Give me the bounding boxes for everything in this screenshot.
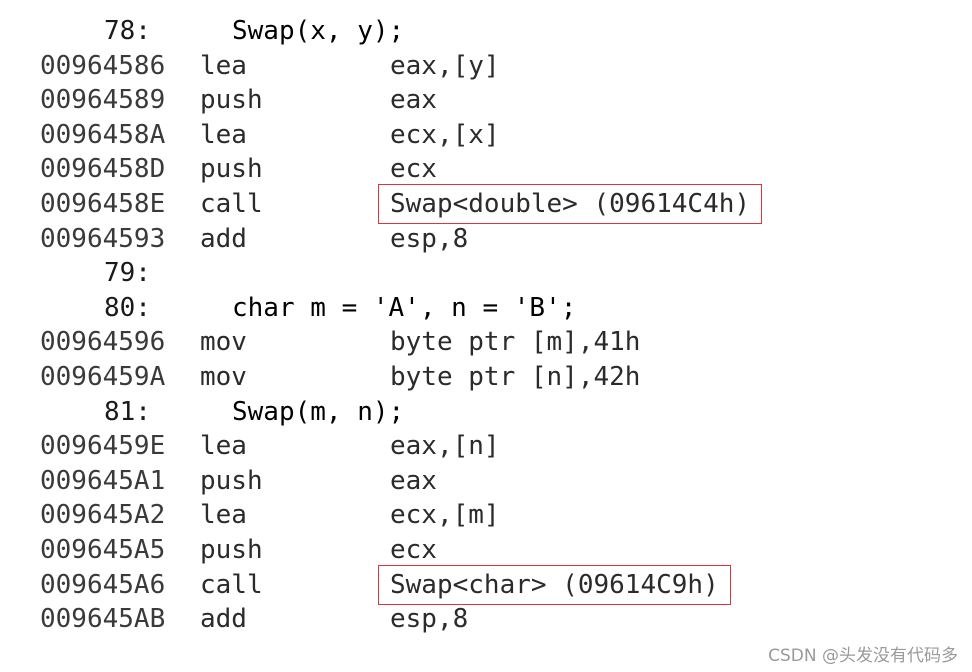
- operand: eax,[n]: [390, 431, 500, 462]
- address: 0096459E: [40, 431, 166, 462]
- line-number: 79:: [104, 258, 151, 289]
- mnemonic: mov: [200, 327, 247, 358]
- mnemonic: mov: [200, 362, 247, 392]
- line-number: 80:: [104, 292, 151, 323]
- mnemonic: push: [200, 85, 263, 116]
- operand: esp,8: [390, 604, 469, 635]
- asm-line: 00964586 lea eax,[y]: [0, 49, 972, 83]
- source-code: Swap(m, n);: [232, 396, 405, 427]
- asm-line: 009645A5 push ecx: [0, 533, 972, 567]
- line-number: 78:: [104, 16, 151, 46]
- source-code: char m = 'A', n = 'B';: [232, 292, 577, 323]
- address: 00964596: [40, 327, 166, 358]
- asm-line: 009645AB add esp,8: [0, 602, 972, 636]
- operand: eax: [390, 465, 437, 496]
- mnemonic: lea: [200, 500, 247, 531]
- source-line: 81: Swap(m, n);: [0, 395, 972, 429]
- operand: byte ptr [n],42h: [390, 362, 641, 392]
- operand: esp,8: [390, 223, 469, 254]
- address: 009645A1: [40, 465, 166, 496]
- mnemonic: call: [200, 569, 263, 600]
- address: 00964586: [40, 50, 166, 81]
- mnemonic: lea: [200, 431, 247, 462]
- mnemonic: lea: [200, 119, 247, 150]
- mnemonic: push: [200, 154, 263, 185]
- source-line: 78: Swap(x, y);: [0, 14, 972, 48]
- mnemonic: add: [200, 604, 247, 635]
- asm-line: 009645A1 push eax: [0, 464, 972, 498]
- operand: ecx,[x]: [390, 119, 500, 150]
- asm-line: 0096458D push ecx: [0, 152, 972, 186]
- source-line: 80: char m = 'A', n = 'B';: [0, 291, 972, 325]
- asm-line: 0096458E call Swap<double> (09614C4h): [0, 187, 972, 221]
- address: 009645A6: [40, 569, 166, 600]
- address: 0096459A: [40, 362, 166, 392]
- asm-line: 0096458A lea ecx,[x]: [0, 118, 972, 152]
- operand: byte ptr [m],41h: [390, 327, 641, 358]
- operand: ecx,[m]: [390, 500, 500, 531]
- line-number: 81:: [104, 396, 151, 427]
- mnemonic: add: [200, 223, 247, 254]
- asm-line: 009645A6 call Swap<char> (09614C9h): [0, 568, 972, 602]
- asm-line: 0096459A mov byte ptr [n],42h: [0, 360, 972, 394]
- address: 009645AB: [40, 604, 166, 635]
- operand: Swap<char> (09614C9h): [390, 569, 719, 600]
- asm-line: 00964593 add esp,8: [0, 222, 972, 256]
- address: 009645A2: [40, 500, 166, 531]
- asm-line: 00964589 push eax: [0, 83, 972, 117]
- operand: ecx: [390, 154, 437, 185]
- highlight-box: [378, 564, 731, 605]
- asm-line: 00964596 mov byte ptr [m],41h: [0, 325, 972, 359]
- source-line: 79:: [0, 256, 972, 290]
- highlight-box: [378, 184, 762, 224]
- operand: eax,[y]: [390, 50, 500, 81]
- address: 0096458A: [40, 119, 166, 150]
- address: 009645A5: [40, 535, 166, 565]
- asm-line: 009645A2 lea ecx,[m]: [0, 498, 972, 532]
- mnemonic: push: [200, 535, 263, 565]
- asm-line: 0096459E lea eax,[n]: [0, 429, 972, 463]
- address: 0096458E: [40, 189, 166, 219]
- mnemonic: push: [200, 465, 263, 496]
- watermark: CSDN @头发没有代码多: [768, 646, 958, 666]
- address: 00964593: [40, 223, 166, 254]
- source-code: Swap(x, y);: [232, 16, 405, 46]
- address: 0096458D: [40, 154, 166, 185]
- address: 00964589: [40, 85, 166, 116]
- mnemonic: lea: [200, 50, 247, 81]
- mnemonic: call: [200, 189, 263, 219]
- operand: eax: [390, 85, 437, 116]
- operand: Swap<double> (09614C4h): [390, 189, 751, 219]
- operand: ecx: [390, 535, 437, 565]
